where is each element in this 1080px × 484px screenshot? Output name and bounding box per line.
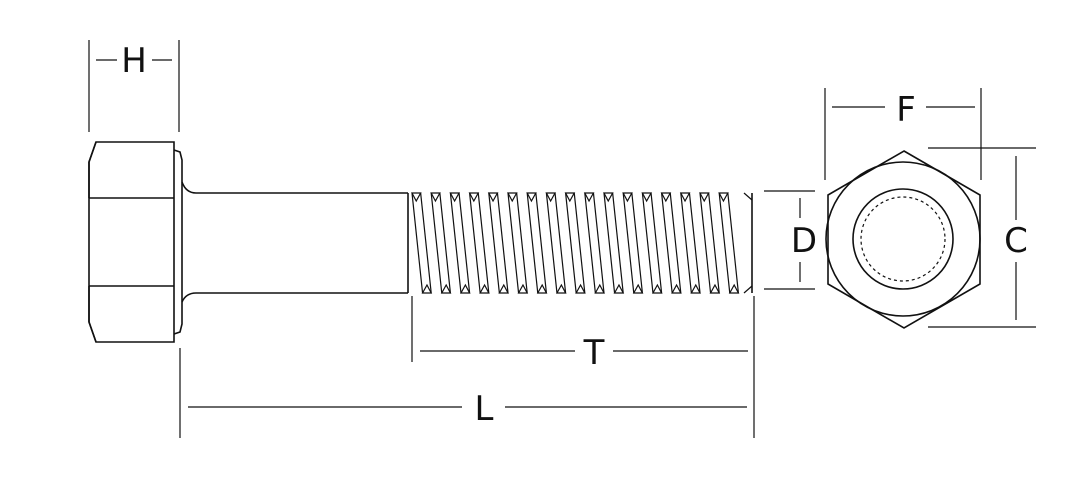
thread-tooth-bottom xyxy=(613,283,625,294)
dimension-label-h: H xyxy=(121,41,147,81)
thread-tooth-bottom xyxy=(459,283,471,294)
thread-tooth-top xyxy=(622,192,633,203)
thread-crest-line xyxy=(565,192,577,294)
thread-root-line xyxy=(612,192,624,294)
thread-crest-line xyxy=(699,192,712,294)
hex-outline xyxy=(827,150,981,329)
thread-tooth-top xyxy=(679,192,691,203)
thread-crest-line xyxy=(603,192,616,294)
thread-root-line xyxy=(554,192,567,294)
thread-tooth-bottom xyxy=(690,283,701,294)
dimension-label-f: F xyxy=(896,90,916,130)
thread-tooth-bottom xyxy=(536,283,548,294)
bolt-head xyxy=(88,141,197,343)
thread-tooth-bottom xyxy=(594,283,605,294)
thread-root-line xyxy=(650,192,663,294)
dimension-h: H xyxy=(88,40,180,132)
thread-root-line xyxy=(420,192,432,294)
thread-root-line xyxy=(573,192,586,294)
thread-tooth-bottom xyxy=(517,283,529,294)
thread-tooth-bottom xyxy=(728,283,740,294)
thread-tooth-top xyxy=(718,192,729,203)
thread-tooth-bottom xyxy=(575,283,586,294)
thread-tooth-top xyxy=(583,192,595,203)
bolt-shank xyxy=(196,192,408,294)
thread-root-line xyxy=(477,192,490,294)
dimension-f: F xyxy=(824,88,982,180)
thread-root-line xyxy=(688,192,701,294)
thread-tooth-bottom xyxy=(651,283,663,294)
thread-crest-line xyxy=(488,192,500,294)
thread-tooth-top xyxy=(411,192,422,203)
thread-root-line xyxy=(439,192,451,294)
thread-crest-line xyxy=(545,192,558,294)
thread-crest-line xyxy=(430,192,443,294)
thread-root-circle xyxy=(860,196,946,282)
thread-tooth-bottom xyxy=(421,283,433,294)
thread-tooth-top xyxy=(564,192,576,203)
thread-root-line xyxy=(458,192,471,294)
thread-crest-line xyxy=(526,192,539,294)
dimension-l: L xyxy=(179,296,755,438)
dimension-label-t: T xyxy=(583,333,605,373)
dimension-d: D xyxy=(764,190,817,290)
washer-face-circle xyxy=(825,161,981,317)
thread-crest-line xyxy=(584,192,596,294)
thread-root-line xyxy=(631,192,643,294)
bolt-side-view xyxy=(88,141,753,343)
thread-tooth-bottom xyxy=(632,283,644,294)
dimension-t: T xyxy=(411,296,748,373)
thread-tooth-top xyxy=(507,192,518,203)
thread-tooth-bottom xyxy=(671,283,682,294)
thread-crest-line xyxy=(622,192,635,294)
bolt-end-view xyxy=(825,150,981,329)
thread-tooth-top xyxy=(449,192,461,203)
thread-root-line xyxy=(535,192,547,294)
thread-tooth-top xyxy=(660,192,672,203)
thread-crest-line xyxy=(469,192,481,294)
dimension-label-l: L xyxy=(475,389,494,429)
dimension-c: C xyxy=(928,147,1036,328)
thread-crest-line xyxy=(641,192,654,294)
thread-crest-line xyxy=(507,192,520,294)
thread-tooth-bottom xyxy=(479,283,490,294)
thread-tooth-top xyxy=(545,192,557,203)
thread-root-line xyxy=(516,192,528,294)
thread-tooth-bottom xyxy=(498,283,509,294)
thread-tooth-top xyxy=(468,192,480,203)
thread-crest-line xyxy=(718,192,731,294)
shank-circle xyxy=(852,188,954,290)
thread-tooth-top xyxy=(487,192,499,203)
thread-tooth-top xyxy=(526,192,537,203)
thread-root-line xyxy=(727,192,739,294)
thread-crest-line xyxy=(680,192,692,294)
thread-tooth-bottom xyxy=(709,283,721,294)
thread-tooth-top xyxy=(430,192,441,203)
thread-tooth-top xyxy=(641,192,653,203)
bolt-thread xyxy=(407,192,753,294)
thread-crest-line xyxy=(449,192,462,294)
dimension-label-d: D xyxy=(791,221,817,261)
thread-tooth-bottom xyxy=(440,283,452,294)
thread-tooth-top xyxy=(603,192,614,203)
thread-tooth-top xyxy=(699,192,710,203)
thread-root-line xyxy=(496,192,509,294)
thread-crest-line xyxy=(661,192,673,294)
dimension-label-c: C xyxy=(1004,221,1028,261)
thread-crest-line xyxy=(411,192,424,294)
thread-root-line xyxy=(669,192,682,294)
thread-root-line xyxy=(592,192,605,294)
thread-tooth-bottom xyxy=(555,283,567,294)
thread-root-line xyxy=(708,192,720,294)
